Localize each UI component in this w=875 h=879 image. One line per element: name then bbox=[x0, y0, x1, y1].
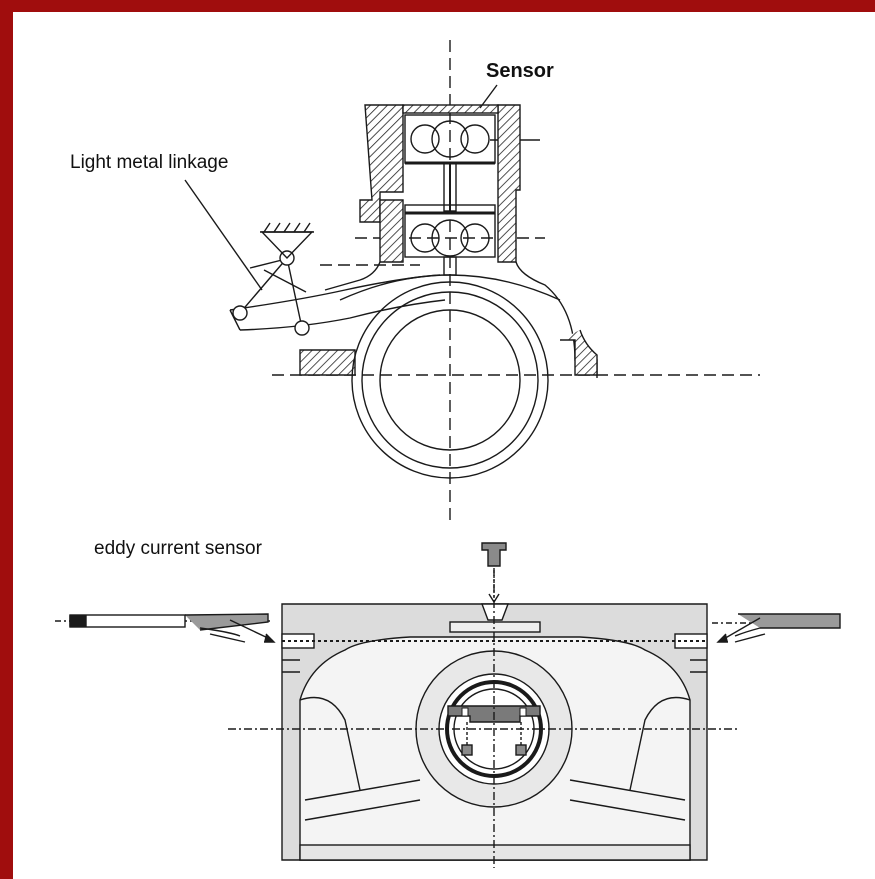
piston-skirt-bottom bbox=[299, 844, 691, 861]
right-probe bbox=[712, 613, 841, 643]
eddy-current-sensor bbox=[481, 542, 507, 567]
sensor-label: Sensor bbox=[486, 60, 554, 82]
linkage-label: Light metal linkage bbox=[70, 152, 229, 173]
linkage-rocker bbox=[239, 257, 288, 314]
linkage-arm-lower bbox=[239, 299, 446, 331]
sensor-bore bbox=[480, 603, 510, 621]
crankcase-left-foot bbox=[299, 349, 356, 376]
sensor-leader-line bbox=[479, 84, 498, 109]
upper-piston-boss-left bbox=[410, 124, 440, 154]
crank-wheel-rim bbox=[361, 291, 539, 469]
right-cylinder-wall bbox=[497, 104, 521, 263]
crankcase-left-contour bbox=[324, 261, 381, 291]
left-lower-wall bbox=[379, 199, 404, 263]
pin-sensor-right bbox=[515, 744, 527, 756]
left-probe bbox=[55, 613, 276, 643]
linkage-rod bbox=[286, 257, 303, 329]
crank-wheel-inner bbox=[379, 309, 521, 451]
crown-recess bbox=[449, 621, 541, 633]
crank-housing-arc bbox=[339, 274, 561, 301]
cylinder-head-gasket bbox=[402, 104, 499, 114]
piston-cross-section bbox=[228, 542, 740, 868]
crankcase-right-foot bbox=[560, 329, 598, 376]
linkage-arm-upper bbox=[229, 274, 441, 311]
lower-piston-pin bbox=[431, 219, 469, 257]
crank-wheel-outer bbox=[351, 281, 549, 479]
ground-hatch bbox=[260, 222, 314, 233]
linkage-cross-arrow bbox=[263, 269, 307, 293]
ring-groove-left bbox=[281, 633, 315, 649]
lower-piston-boss-left bbox=[410, 223, 440, 253]
frame-left-border bbox=[0, 0, 13, 879]
frame-top-border bbox=[0, 0, 875, 12]
lower-piston-boss-right bbox=[460, 223, 490, 253]
eddy-current-sensor-label: eddy current sensor bbox=[94, 538, 262, 559]
linkage-pivot-left bbox=[232, 305, 248, 321]
linkage-pivot-bottom bbox=[294, 320, 310, 336]
upper-piston-boss-right bbox=[460, 124, 490, 154]
linkage-leader-line bbox=[184, 179, 263, 291]
engine-cross-section bbox=[184, 40, 760, 525]
pin-sensor-left bbox=[461, 744, 473, 756]
upper-piston-pin bbox=[431, 120, 469, 158]
